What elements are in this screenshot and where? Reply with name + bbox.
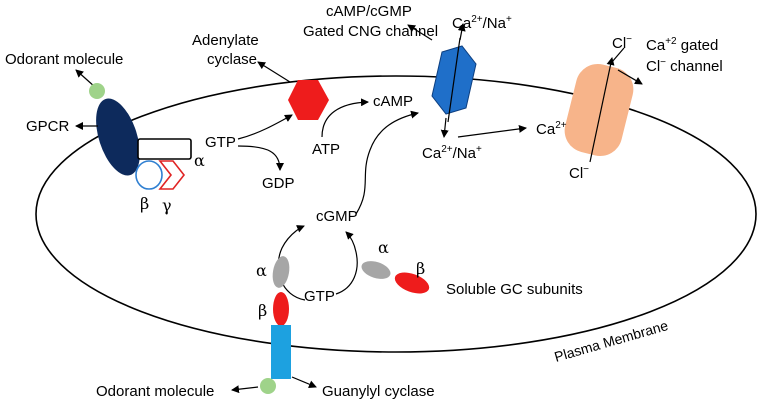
gpcr-receptor — [96, 98, 140, 176]
guanylyl-cyclase — [271, 325, 291, 379]
membrane-alpha-label: α — [256, 261, 267, 280]
plasma-membrane-ellipse — [35, 75, 757, 353]
cng-label-line2: Gated CNG channel — [303, 23, 438, 40]
cl-bottom-label: Cl− — [569, 164, 589, 182]
soluble-gc-label: Soluble GC subunits — [446, 281, 583, 298]
cycle-left-arrow — [277, 225, 306, 301]
g-gamma-label: γ — [162, 196, 172, 215]
cng-pore-line — [447, 37, 461, 123]
gtp-bottom-label: GTP — [304, 288, 335, 305]
cl-label-arrow — [617, 69, 643, 85]
gtp-left-label: GTP — [205, 134, 236, 151]
atp-label: ATP — [312, 141, 340, 158]
cl-channel — [564, 63, 634, 157]
ca-release-arrow — [457, 124, 527, 138]
adenylate-cyclase — [288, 80, 329, 120]
cng-label-arrow — [407, 24, 433, 41]
cgmp-label: cGMP — [316, 208, 358, 225]
cng-bottom-arrow — [440, 117, 449, 138]
cl-flow-arrow — [589, 57, 615, 163]
g-alpha-subunit — [137, 138, 192, 160]
cl-flow-extension — [611, 47, 625, 63]
adenylate-label-line1: Adenylate — [192, 32, 259, 49]
guanylyl-label-arrow — [291, 376, 317, 388]
ca-na-top-label: Ca2+/Na+ — [452, 14, 512, 32]
soluble-beta-label: β — [416, 259, 425, 278]
odorant-bottom-arrow — [231, 385, 259, 394]
membrane-gc-beta — [273, 292, 289, 326]
odorant-molecule-top — [89, 83, 105, 99]
cng-label-line1: cAMP/cGMP — [326, 3, 412, 20]
gtp-to-adenylate-arrow — [237, 114, 293, 140]
odorant-top-label: Odorant molecule — [5, 51, 123, 68]
membrane-beta-label: β — [258, 301, 267, 320]
soluble-alpha-label: α — [378, 238, 389, 257]
soluble-gc-alpha — [361, 261, 391, 279]
cycle-right-arrow — [335, 231, 358, 295]
cng-top-arrow — [457, 23, 466, 41]
atp-to-camp-arrow — [321, 98, 369, 138]
ca-na-bottom-label: Ca2+/Na+ — [422, 144, 482, 162]
g-alpha-label: α — [194, 151, 205, 170]
ca-gated-label-line2: Cl− channel — [646, 57, 723, 75]
odorant-molecule-bottom — [260, 378, 276, 394]
g-gamma-subunit — [158, 160, 186, 190]
ca2-label: Ca2+ — [536, 120, 567, 138]
adenylate-label-line2: cyclase — [207, 51, 257, 68]
cgmp-to-channel-arrow — [355, 110, 419, 215]
g-beta-label: β — [140, 194, 149, 213]
gpcr-label: GPCR — [26, 118, 70, 135]
gdp-label: GDP — [262, 175, 295, 192]
odorant-top-arrow — [75, 69, 96, 88]
guanylyl-cyclase-label: Guanylyl cyclase — [322, 383, 435, 400]
soluble-gc-beta — [394, 272, 430, 294]
gtp-to-gdp-arrow — [237, 145, 284, 171]
membrane-gc-alpha — [272, 256, 290, 288]
camp-label: cAMP — [373, 93, 413, 110]
adenylate-label-arrow — [257, 61, 291, 83]
ca-gated-label-line1: Ca+2 gated — [646, 36, 718, 54]
odorant-bottom-label: Odorant molecule — [96, 383, 214, 400]
g-beta-subunit — [135, 160, 163, 190]
cl-top-label: Cl− — [612, 34, 632, 52]
